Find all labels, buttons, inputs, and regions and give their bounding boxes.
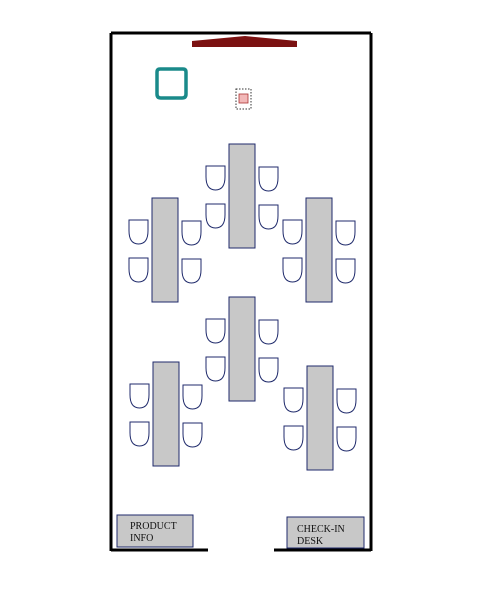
table-group-3	[282, 197, 356, 303]
chair-right	[336, 426, 357, 452]
projector-icon	[235, 88, 252, 110]
chair-left	[205, 318, 226, 344]
chair-left	[282, 219, 303, 245]
table	[152, 361, 180, 467]
chair-right	[181, 258, 202, 284]
product-info-label-line1: PRODUCT	[130, 521, 177, 532]
chair-left	[283, 387, 304, 413]
chair-left	[129, 421, 150, 447]
chair-left	[205, 165, 226, 191]
chair-right	[258, 357, 279, 383]
chair-right	[182, 422, 203, 448]
product-info-label-line2: INFO	[130, 533, 153, 544]
product-info-box	[116, 514, 194, 548]
chair-right	[258, 319, 279, 345]
chair-left	[283, 425, 304, 451]
chair-left	[282, 257, 303, 283]
product-info-area: PRODUCT INFO	[116, 514, 194, 548]
room-walls	[109, 31, 373, 552]
table	[151, 197, 179, 303]
chair-right	[182, 384, 203, 410]
table	[306, 365, 334, 471]
table	[228, 143, 256, 249]
checkin-desk-box	[286, 516, 365, 549]
checkin-desk-label-line1: CHECK-IN	[297, 524, 345, 535]
table-group-5	[129, 361, 203, 467]
checkin-desk-area: CHECK-IN DESK	[286, 516, 365, 549]
chair-left	[128, 219, 149, 245]
chair-left	[129, 383, 150, 409]
table-group-4	[205, 296, 279, 402]
chair-right	[336, 388, 357, 414]
checkin-desk-label-line2: DESK	[297, 536, 324, 547]
chair-left	[205, 356, 226, 382]
chair-left	[128, 257, 149, 283]
table-group-6	[283, 365, 357, 471]
chair-right	[258, 166, 279, 192]
table-group-2	[128, 197, 202, 303]
chair-right	[335, 220, 356, 246]
chair-right	[335, 258, 356, 284]
monitor-icon	[155, 67, 188, 100]
table-group-1	[205, 143, 279, 249]
tables-layer	[128, 143, 357, 471]
chair-right	[258, 204, 279, 230]
stage	[192, 36, 297, 47]
chair-left	[205, 203, 226, 229]
table	[228, 296, 256, 402]
table	[305, 197, 333, 303]
chair-right	[181, 220, 202, 246]
